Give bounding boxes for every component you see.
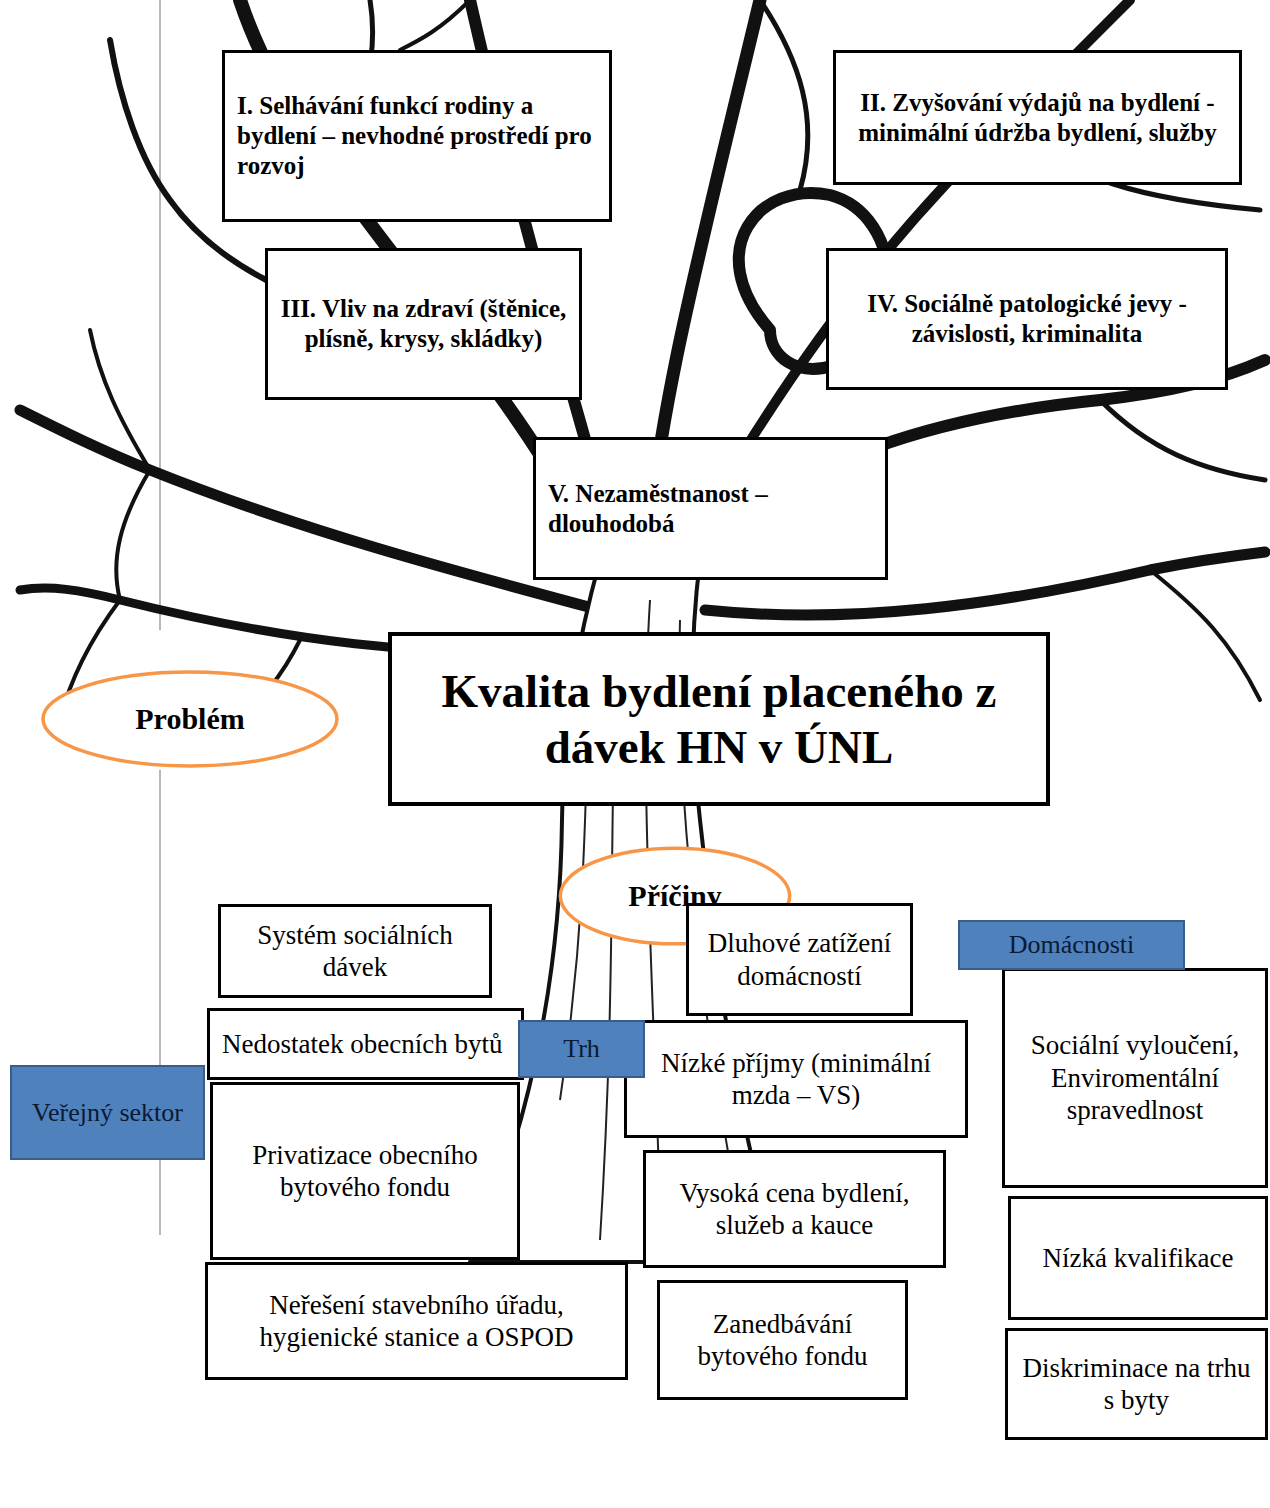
twig — [760, 0, 808, 190]
node-text: V. Nezaměstnanost – dlouhodobá — [548, 479, 873, 539]
branches — [20, 0, 1265, 1300]
cause-box: Nízká kvalifikace — [1008, 1196, 1268, 1320]
effect-box: I. Selhávání funkcí rodiny a bydlení – n… — [222, 50, 612, 222]
node-text: Systém sociálních dávek — [233, 919, 477, 984]
cause-box: Privatizace obecního bytového fondu — [210, 1082, 520, 1260]
node-text: Diskriminace na trhu s byty — [1020, 1352, 1253, 1417]
cause-box: Vysoká cena bydlení, služeb a kauce — [643, 1150, 946, 1268]
ellipse-shape — [43, 672, 337, 766]
node-text: I. Selhávání funkcí rodiny a bydlení – n… — [237, 91, 597, 181]
node-text: Nedostatek obecních bytů — [222, 1028, 509, 1060]
page-edge — [159, 0, 161, 630]
problem-box: Kvalita bydlení placeného z dávek HN v Ú… — [388, 632, 1050, 806]
category-tag: Trh — [518, 1020, 645, 1078]
node-text: II. Zvyšování výdajů na bydlení -minimál… — [848, 88, 1227, 148]
cause-box: Neřešení stavebního úřadu, hygienické st… — [205, 1262, 628, 1380]
cause-box: Nízké příjmy (minimální mzda – VS) — [624, 1020, 968, 1138]
category-tag: Domácnosti — [958, 920, 1185, 970]
cause-box: Systém sociálních dávek — [218, 904, 492, 998]
node-text: Zanedbávání bytového fondu — [672, 1308, 893, 1373]
node-text: IV. Sociálně patologické jevy - závislos… — [841, 289, 1213, 349]
page-edge — [159, 770, 161, 1235]
node-text: Kvalita bydlení placeného z dávek HN v Ú… — [402, 663, 1036, 776]
twig — [90, 330, 150, 470]
node-text: Privatizace obecního bytového fondu — [225, 1139, 505, 1204]
effect-box: II. Zvyšování výdajů na bydlení -minimál… — [833, 50, 1242, 185]
node-text: Problém — [64, 701, 316, 737]
label-ellipse: Problém — [40, 668, 340, 770]
effect-box: V. Nezaměstnanost – dlouhodobá — [533, 437, 888, 580]
cause-box: Dluhové zatížení domácností — [686, 903, 913, 1016]
category-tag: Veřejný sektor — [10, 1065, 205, 1160]
branch — [20, 410, 600, 610]
twig — [400, 0, 470, 50]
twig — [1150, 570, 1260, 700]
twig — [1100, 400, 1265, 480]
node-text: III. Vliv na zdraví (štěnice, plísně, kr… — [280, 294, 567, 354]
cause-box: Zanedbávání bytového fondu — [657, 1280, 908, 1400]
cause-box: Sociální vyloučení, Enviromentální sprav… — [1002, 968, 1268, 1188]
node-text: Domácnosti — [968, 929, 1175, 960]
node-text: Vysoká cena bydlení, služeb a kauce — [658, 1177, 931, 1242]
node-text: Nízká kvalifikace — [1023, 1242, 1253, 1274]
effect-box: III. Vliv na zdraví (štěnice, plísně, kr… — [265, 248, 582, 400]
node-text: Veřejný sektor — [20, 1097, 195, 1128]
node-text: Neřešení stavebního úřadu, hygienické st… — [220, 1289, 613, 1354]
cause-box: Diskriminace na trhu s byty — [1005, 1328, 1268, 1440]
node-text: Dluhové zatížení domácností — [701, 927, 898, 992]
cause-box: Nedostatek obecních bytů — [207, 1008, 524, 1080]
twig — [116, 470, 150, 600]
node-text: Sociální vyloučení, Enviromentální sprav… — [1017, 1029, 1253, 1126]
node-text: Nízké příjmy (minimální mzda – VS) — [639, 1047, 953, 1112]
node-text: Trh — [528, 1033, 635, 1064]
effect-box: IV. Sociálně patologické jevy - závislos… — [826, 248, 1228, 390]
